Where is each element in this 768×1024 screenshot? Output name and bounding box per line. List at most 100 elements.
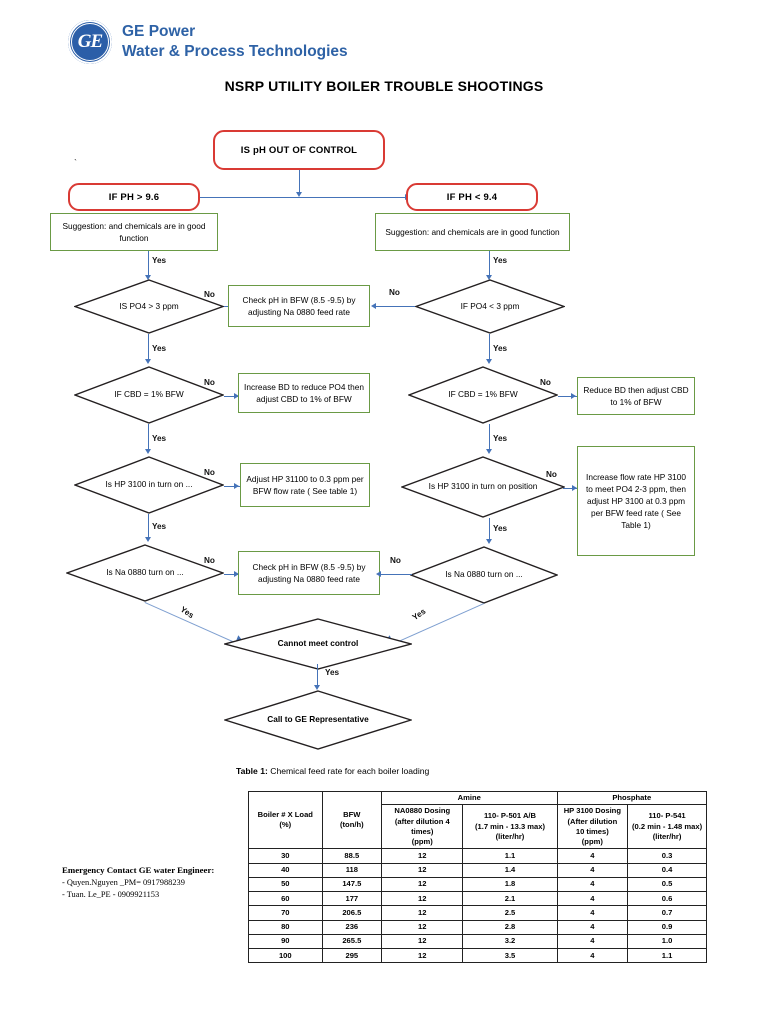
node-label: IF CBD = 1% BFW <box>448 389 518 400</box>
contact-heading: Emergency Contact GE water Engineer: <box>62 865 215 875</box>
table-cell: 12 <box>381 919 464 935</box>
table-cell: 265.5 <box>321 933 383 950</box>
chemical-feed-rate-table: Boiler # X Load (%) BFW (ton/h) Amine Ph… <box>248 790 708 964</box>
table-cell: 236 <box>321 919 383 935</box>
table-cell: 0.9 <box>627 919 707 935</box>
node-left-d4-na0880[interactable]: Is Na 0880 turn on ... <box>66 544 224 602</box>
table-caption-label: Table 1: <box>236 766 268 776</box>
node-right-d2-cbd[interactable]: IF CBD = 1% BFW <box>408 366 558 424</box>
table-caption-text: Chemical feed rate for each boiler loadi… <box>267 766 430 776</box>
node-label: IF PO4 < 3 ppm <box>460 300 520 311</box>
node-left-d3-action[interactable]: Adjust HP 31100 to 0.3 ppm per BFW flow … <box>240 463 370 507</box>
node-left-condition-ph-gt-96[interactable]: IF PH > 9.6 <box>68 183 200 211</box>
th-boiler-load: Boiler # X Load (%) <box>248 790 323 850</box>
edge-label-yes: Yes <box>152 344 167 353</box>
edge-label-yes: Yes <box>152 522 167 531</box>
diamond-shape <box>74 279 224 334</box>
table-cell: 2.8 <box>462 919 558 935</box>
contact-line-2: - Tuan. Le_PE - 0909921153 <box>62 889 160 899</box>
th-group-phosphate: Phosphate <box>556 790 708 806</box>
table-cell: 4 <box>556 947 629 964</box>
edge-label-no: No <box>204 468 215 477</box>
table-cell: 100 <box>248 947 323 964</box>
table-cell: 1.1 <box>462 848 558 864</box>
edge-label-yes: Yes <box>325 668 340 677</box>
node-call-to-ge-representative[interactable]: Call to GE Representative <box>224 690 412 750</box>
node-left-d1-po4-gt-3[interactable]: IS PO4 > 3 ppm <box>74 279 224 334</box>
table-cell: 40 <box>248 862 323 878</box>
table-caption: Table 1: Chemical feed rate for each boi… <box>236 766 429 776</box>
table-cell: 1.1 <box>627 947 707 964</box>
node-label: Is HP 3100 in turn on ... <box>105 479 193 490</box>
table-cell: 206.5 <box>321 905 383 921</box>
table-cell: 12 <box>381 890 464 907</box>
table-cell: 30 <box>248 848 323 864</box>
table-cell: 4 <box>556 905 629 921</box>
diamond-shape <box>74 366 224 424</box>
brand-logo: GE GE Power Water & Process Technologies <box>68 20 348 64</box>
table-cell: 0.7 <box>627 905 707 921</box>
table-cell: 70 <box>248 905 323 921</box>
table-cell: 4 <box>556 862 629 878</box>
edge-label-no: No <box>204 556 215 565</box>
node-root-ph-out-of-control[interactable]: IS pH OUT OF CONTROL <box>213 130 385 170</box>
table-cell: 12 <box>381 933 464 950</box>
table-header-row-1: Boiler # X Load (%) BFW (ton/h) Amine Ph… <box>248 790 708 850</box>
diamond-shape <box>415 279 565 334</box>
edge-label-no: No <box>204 290 215 299</box>
ge-monogram-icon: GE <box>68 20 112 64</box>
node-right-d3-action[interactable]: Increase flow rate HP 3100 to meet PO4 2… <box>577 446 695 556</box>
table-cell: 3.2 <box>462 933 558 950</box>
edge-label-yes: Yes <box>410 606 428 623</box>
node-label: Call to GE Representative <box>267 714 369 725</box>
diamond-shape <box>224 618 412 670</box>
table-cell: 295 <box>321 947 383 964</box>
node-right-d1-po4-lt-3[interactable]: IF PO4 < 3 ppm <box>415 279 565 334</box>
edge-label-yes: Yes <box>152 434 167 443</box>
page-title: NSRP UTILITY BOILER TROUBLE SHOOTINGS <box>224 78 544 94</box>
table-cell: 2.1 <box>462 890 558 907</box>
node-right-d3-hp3100[interactable]: Is HP 3100 in turn on position <box>401 456 565 518</box>
node-label: Is Na 0880 turn on ... <box>445 569 523 580</box>
node-left-suggestion[interactable]: Suggestion: and chemicals are in good fu… <box>50 213 218 251</box>
node-cannot-meet-control[interactable]: Cannot meet control <box>224 618 412 670</box>
node-right-d2-action[interactable]: Reduce BD then adjust CBD to 1% of BFW <box>577 377 695 415</box>
table-cell: 60 <box>248 890 323 907</box>
node-left-d2-cbd[interactable]: IF CBD = 1% BFW <box>74 366 224 424</box>
edge-label-no: No <box>389 288 400 297</box>
table-cell: 4 <box>556 876 629 893</box>
diamond-shape <box>74 456 224 514</box>
th-group-amine: Amine <box>381 790 558 806</box>
node-left-d1-action[interactable]: Check pH in BFW (8.5 -9.5) by adjusting … <box>228 285 370 327</box>
table-cell: 1.4 <box>462 862 558 878</box>
table-cell: 12 <box>381 905 464 921</box>
table-cell: 0.4 <box>627 862 707 878</box>
node-right-condition-ph-lt-94[interactable]: IF PH < 9.4 <box>406 183 538 211</box>
diamond-shape <box>224 690 412 750</box>
table-cell: 2.5 <box>462 905 558 921</box>
table-cell: 4 <box>556 890 629 907</box>
table-header-row-2: NA0880 Dosing (after dilution 4 times) (… <box>249 804 707 850</box>
diamond-shape <box>410 546 558 604</box>
node-left-d3-hp3100[interactable]: Is HP 3100 in turn on ... <box>74 456 224 514</box>
node-left-d2-action[interactable]: Increase BD to reduce PO4 then adjust CB… <box>238 373 370 413</box>
node-label: IF CBD = 1% BFW <box>114 389 184 400</box>
edge-label-yes: Yes <box>493 524 508 533</box>
node-left-d4-action[interactable]: Check pH in BFW (8.5 -9.5) by adjusting … <box>238 551 380 595</box>
table-cell: 0.5 <box>627 876 707 893</box>
brand-line-1: GE Power <box>122 23 196 41</box>
table-cell: 3.5 <box>462 947 558 964</box>
table-cell: 12 <box>381 876 464 893</box>
th-na0880-dosing: NA0880 Dosing (after dilution 4 times) (… <box>381 804 464 850</box>
table-cell: 118 <box>321 862 383 878</box>
node-label: Is Na 0880 turn on ... <box>106 567 184 578</box>
node-right-d4-na0880[interactable]: Is Na 0880 turn on ... <box>410 546 558 604</box>
node-right-suggestion[interactable]: Suggestion: and chemicals are in good fu… <box>375 213 570 251</box>
edge-label-yes: Yes <box>493 256 508 265</box>
table-cell: 4 <box>556 848 629 864</box>
